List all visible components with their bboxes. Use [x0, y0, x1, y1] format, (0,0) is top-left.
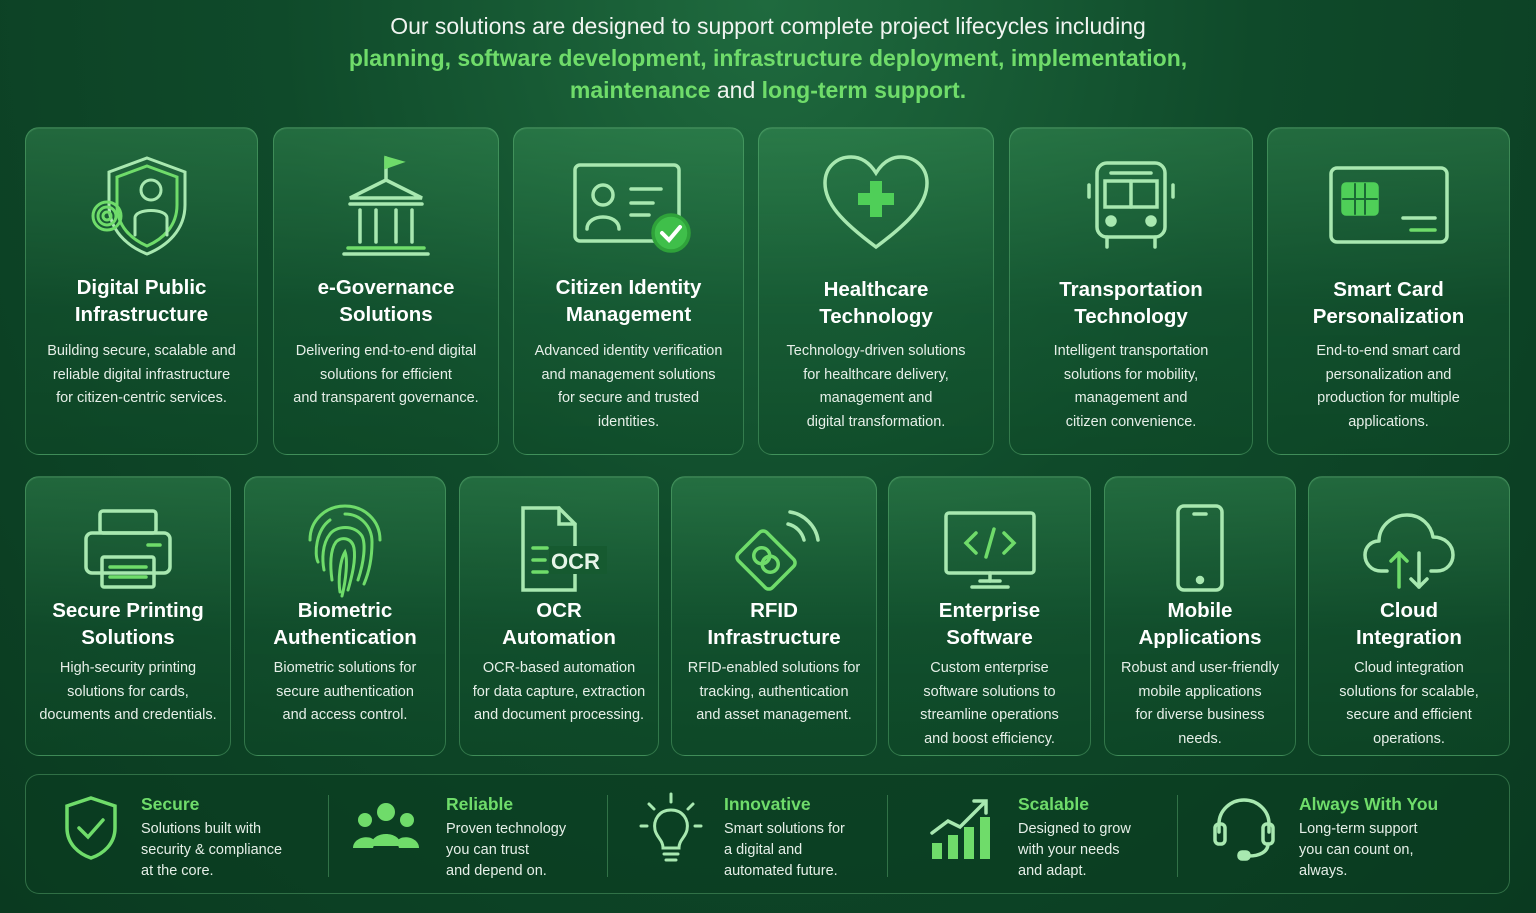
feature-innovative: Innovative Smart solutions for a digital…: [636, 775, 906, 895]
shield-check-icon: [56, 793, 126, 863]
feature-divider: [328, 795, 329, 877]
header-line-1: Our solutions are designed to support co…: [390, 13, 1146, 39]
card-title: Digital Public Infrastructure: [74, 276, 209, 326]
card-description: Intelligent transportation solutions for…: [1053, 343, 1209, 430]
card-digital-public-infrastructure[interactable]: Digital Public Infrastructure Building s…: [25, 127, 258, 455]
card-description: Robust and user-friendly mobile applicat…: [1121, 660, 1279, 747]
card-description: Building secure, scalable and reliable d…: [47, 343, 236, 406]
feature-title: Scalable: [1018, 794, 1090, 814]
ocr-icon-text: OCR: [551, 549, 600, 574]
smartphone-icon: [1105, 495, 1295, 605]
printer-icon: [26, 495, 230, 605]
growth-chart-icon: [926, 793, 996, 863]
card-description: OCR-based automation for data capture, e…: [472, 660, 646, 723]
card-title: RFID Infrastructure: [707, 599, 841, 649]
headset-icon: [1209, 793, 1279, 863]
card-title: Secure Printing Solutions: [52, 599, 204, 649]
card-title: Citizen Identity Management: [555, 276, 702, 326]
card-cloud-integration[interactable]: Cloud Integration Cloud integration solu…: [1308, 476, 1510, 756]
card-e-governance[interactable]: e-Governance Solutions Delivering end-to…: [273, 127, 499, 455]
feature-scalable: Scalable Designed to grow with your need…: [926, 775, 1186, 895]
card-title: Mobile Applications: [1138, 599, 1262, 649]
card-secure-printing[interactable]: Secure Printing Solutions High-security …: [25, 476, 231, 756]
bus-icon: [1010, 150, 1252, 260]
team-icon: [351, 793, 421, 863]
government-building-icon: [274, 150, 498, 260]
card-description: RFID-enabled solutions for tracking, aut…: [687, 660, 861, 723]
feature-description: Designed to grow with your needs and ada…: [1018, 821, 1131, 879]
card-title: OCR Automation: [502, 599, 616, 649]
card-title: Smart Card Personalization: [1312, 278, 1465, 328]
features-bar: Secure Solutions built with security & c…: [25, 774, 1510, 894]
monitor-code-icon: [889, 495, 1090, 605]
feature-divider: [607, 795, 608, 877]
card-description: End-to-end smart card personalization an…: [1316, 343, 1461, 430]
card-rfid[interactable]: RFID Infrastructure RFID-enabled solutio…: [671, 476, 877, 756]
header-maintenance: maintenance: [569, 77, 711, 103]
feature-description: Long-term support you can count on, alwa…: [1299, 821, 1418, 879]
card-enterprise-software[interactable]: Enterprise Software Custom enterprise so…: [888, 476, 1091, 756]
card-biometric[interactable]: Biometric Authentication Biometric solut…: [244, 476, 446, 756]
feature-title: Reliable: [446, 794, 514, 814]
smart-card-icon: [1268, 150, 1509, 260]
card-citizen-identity[interactable]: Citizen Identity Management Advanced ide…: [513, 127, 744, 455]
card-title: Enterprise Software: [938, 599, 1041, 649]
card-title: Transportation Technology: [1059, 278, 1203, 328]
card-description: Cloud integration solutions for scalable…: [1339, 660, 1479, 747]
ocr-document-icon: OCR: [460, 495, 658, 605]
feature-divider: [1177, 795, 1178, 877]
feature-title: Innovative: [724, 794, 811, 814]
header-long-term-support: long-term support.: [761, 77, 967, 103]
card-title: Biometric Authentication: [273, 599, 417, 649]
header-line-2: planning, software development, infrastr…: [348, 45, 1188, 71]
rfid-tag-icon: [672, 495, 876, 605]
feature-reliable: Reliable Proven technology you can trust…: [351, 775, 621, 895]
card-description: Delivering end-to-end digital solutions …: [293, 343, 479, 406]
feature-description: Smart solutions for a digital and automa…: [724, 821, 845, 879]
cloud-sync-icon: [1309, 495, 1509, 605]
card-description: Advanced identity verification and manag…: [534, 343, 723, 430]
card-healthcare[interactable]: Healthcare Technology Technology-driven …: [758, 127, 994, 455]
card-description: Biometric solutions for secure authentic…: [273, 660, 417, 723]
card-transportation[interactable]: Transportation Technology Intelligent tr…: [1009, 127, 1253, 455]
header-and: and: [710, 77, 762, 103]
header: Our solutions are designed to support co…: [0, 10, 1536, 106]
feature-always-with-you: Always With You Long-term support you ca…: [1209, 775, 1499, 895]
heart-plus-icon: [759, 150, 993, 260]
feature-description: Proven technology you can trust and depe…: [446, 821, 567, 879]
card-title: Healthcare Technology: [819, 278, 933, 328]
feature-description: Solutions built with security & complian…: [141, 821, 283, 879]
fingerprint-icon: [245, 495, 445, 605]
card-description: Technology-driven solutions for healthca…: [786, 343, 966, 430]
card-mobile-applications[interactable]: Mobile Applications Robust and user-frie…: [1104, 476, 1296, 756]
id-card-check-icon: [514, 150, 743, 260]
shield-fingerprint-icon: [26, 150, 257, 260]
feature-title: Secure: [141, 794, 200, 814]
card-description: High-security printing solutions for car…: [39, 660, 217, 723]
card-description: Custom enterprise software solutions to …: [920, 660, 1059, 747]
header-line-3: maintenance and long-term support.: [0, 74, 1536, 106]
feature-secure: Secure Solutions built with security & c…: [56, 775, 336, 895]
feature-title: Always With You: [1299, 794, 1439, 814]
feature-divider: [887, 795, 888, 877]
card-title: e-Governance Solutions: [317, 276, 455, 326]
card-ocr[interactable]: OCR OCR Automation OCR-based automation …: [459, 476, 659, 756]
card-title: Cloud Integration: [1356, 599, 1462, 649]
lightbulb-icon: [636, 792, 706, 863]
card-smart-card[interactable]: Smart Card Personalization End-to-end sm…: [1267, 127, 1510, 455]
